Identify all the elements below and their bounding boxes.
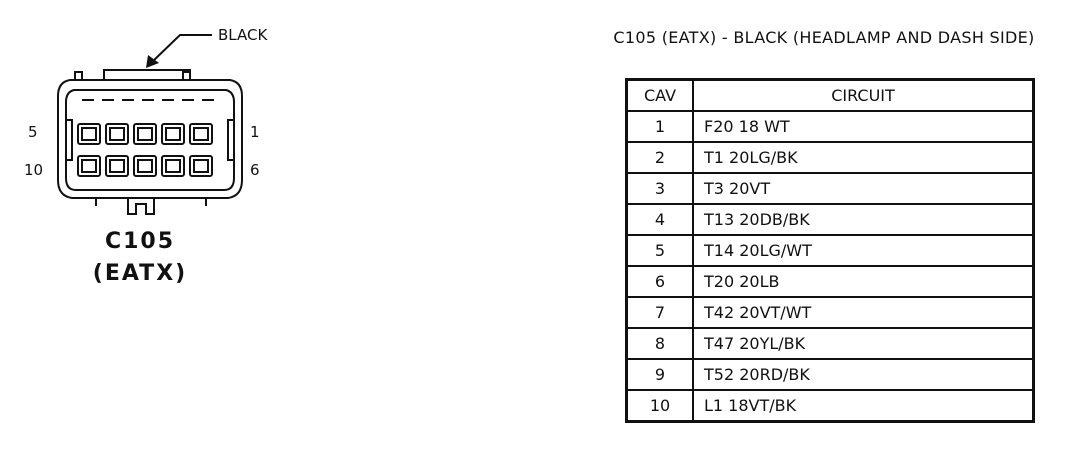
table-row: 4 T13 20DB/BK — [625, 203, 1035, 236]
pin-label-6: 6 — [250, 161, 260, 179]
circuit-cell: T3 20VT — [692, 172, 1035, 205]
table-row: 9 T52 20RD/BK — [625, 358, 1035, 391]
circuit-cell: L1 18VT/BK — [692, 389, 1035, 423]
cav-cell: 5 — [625, 234, 694, 267]
cavity-row-bottom — [77, 155, 213, 177]
table-title: C105 (EATX) - BLACK (HEADLAMP AND DASH S… — [613, 28, 1035, 47]
header-cav: CAV — [625, 78, 694, 112]
circuit-cell: T13 20DB/BK — [692, 203, 1035, 236]
circuit-cell: T1 20LG/BK — [692, 141, 1035, 174]
connector-diagram: BLACK — [24, 26, 268, 286]
cav-cell: 9 — [625, 358, 694, 391]
connector-body — [57, 69, 243, 215]
table-row: 10 L1 18VT/BK — [625, 389, 1035, 423]
cav-cell: 1 — [625, 110, 694, 143]
pin-label-5: 5 — [28, 123, 38, 141]
circuit-cell: F20 18 WT — [692, 110, 1035, 143]
cav-cell: 10 — [625, 389, 694, 423]
table-row: 6 T20 20LB — [625, 265, 1035, 298]
table-row: 7 T42 20VT/WT — [625, 296, 1035, 329]
pointer-arrow — [146, 34, 212, 68]
cav-cell: 4 — [625, 203, 694, 236]
circuit-cell: T14 20LG/WT — [692, 234, 1035, 267]
cav-cell: 6 — [625, 265, 694, 298]
cav-cell: 2 — [625, 141, 694, 174]
cav-cell: 8 — [625, 327, 694, 360]
circuit-cell: T52 20RD/BK — [692, 358, 1035, 391]
circuit-cell: T20 20LB — [692, 265, 1035, 298]
table-row: 3 T3 20VT — [625, 172, 1035, 205]
pin-label-1: 1 — [250, 123, 260, 141]
circuit-cell: T42 20VT/WT — [692, 296, 1035, 329]
cavity-row-top — [77, 123, 213, 145]
table-row: 1 F20 18 WT — [625, 110, 1035, 143]
cav-cell: 3 — [625, 172, 694, 205]
connector-name: (EATX) — [93, 261, 187, 286]
pointer-label: BLACK — [218, 26, 268, 44]
connector-id: C105 — [105, 229, 175, 254]
cav-cell: 7 — [625, 296, 694, 329]
table-row: 2 T1 20LG/BK — [625, 141, 1035, 174]
table-row: 5 T14 20LG/WT — [625, 234, 1035, 267]
pin-label-10: 10 — [24, 161, 43, 179]
pinout-table: CAV CIRCUIT 1 F20 18 WT 2 T1 20LG/BK 3 T… — [625, 78, 1035, 423]
circuit-cell: T47 20YL/BK — [692, 327, 1035, 360]
table-row: 8 T47 20YL/BK — [625, 327, 1035, 360]
header-circuit: CIRCUIT — [692, 78, 1035, 112]
table-header-row: CAV CIRCUIT — [625, 78, 1035, 112]
